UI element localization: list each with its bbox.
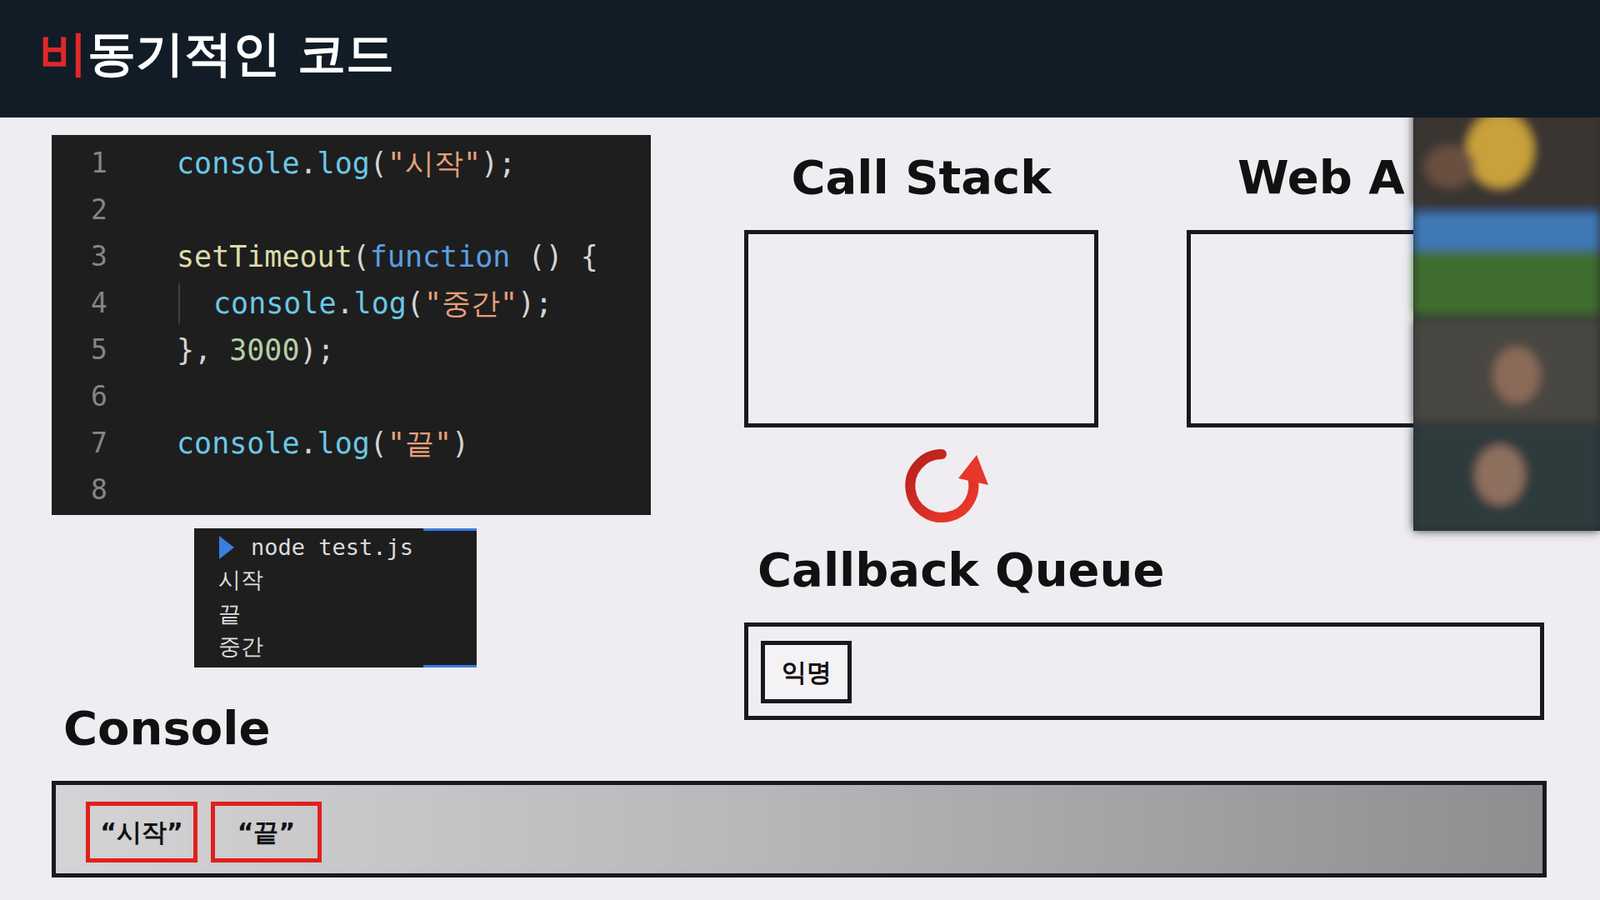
code-line: console.log("끝") xyxy=(176,420,470,467)
terminal-panel: node test.js시작끝중간 xyxy=(194,528,477,668)
terminal-line: 끝 xyxy=(218,597,241,631)
code-panel: console.log("시작"); setTimeout(function ()… xyxy=(51,135,651,515)
terminal-line: node test.js xyxy=(250,530,414,565)
box-heading: Callback Queue xyxy=(757,540,1165,600)
box-label: 익명 xyxy=(781,656,832,689)
line-number: 6 xyxy=(74,373,125,420)
line-number: 3 xyxy=(74,233,125,280)
callback-item: 익명 xyxy=(760,640,852,704)
cycle-arrow xyxy=(910,454,989,518)
terminal-line: 중간 xyxy=(218,630,264,664)
code-line: console.log("시작"); xyxy=(176,140,516,187)
call-stack-box: Call Stack xyxy=(744,230,1099,428)
indent-guide xyxy=(178,283,180,324)
code-line: setTimeout(function () { xyxy=(176,233,599,280)
box-label: “끝” xyxy=(237,816,295,849)
box-heading: Call Stack xyxy=(790,148,1051,207)
console-output: “끝” xyxy=(210,801,322,863)
web-api-box: Web A xyxy=(1186,230,1414,428)
tab-highlight xyxy=(423,528,477,531)
box-heading: Console xyxy=(63,699,270,758)
prompt-triangle xyxy=(219,535,235,560)
line-number: 4 xyxy=(74,280,125,327)
code-line: console.log("중간"); xyxy=(213,280,553,327)
console-output: “시작” xyxy=(85,801,198,863)
line-number: 8 xyxy=(74,466,125,514)
box-label: “시작” xyxy=(100,816,183,849)
tab-highlight xyxy=(423,665,477,668)
terminal-line: 시작 xyxy=(218,563,264,597)
box-heading: Web A xyxy=(1237,148,1405,207)
line-number: 2 xyxy=(74,186,125,234)
console-bar: Console“시작”“끝” xyxy=(51,780,1547,878)
code-line: }, 3000); xyxy=(176,326,335,374)
callback-queue-box: Callback Queue익명 xyxy=(744,622,1545,720)
line-number: 1 xyxy=(74,140,125,187)
line-number: 5 xyxy=(74,326,125,374)
line-number: 7 xyxy=(74,420,125,467)
slide-title: 비동기적인 코드 xyxy=(39,24,395,83)
